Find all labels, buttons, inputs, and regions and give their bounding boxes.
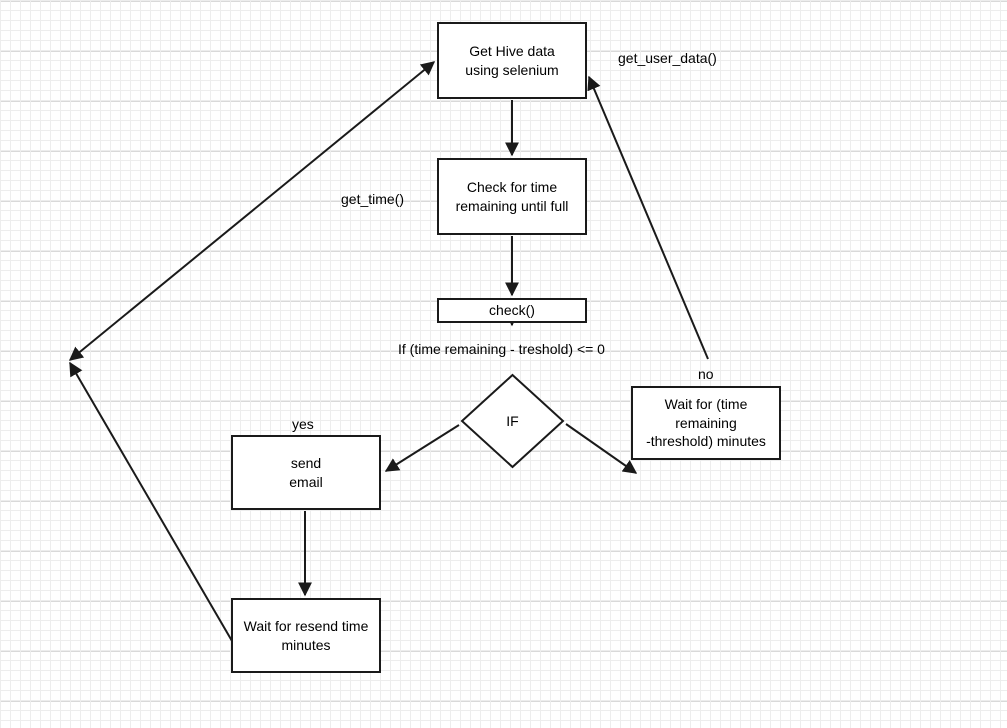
edge-if-to-send-email xyxy=(384,424,460,472)
node-check-call-label: check() xyxy=(489,302,535,319)
node-check-call[interactable]: check() xyxy=(437,298,587,323)
edge-label-get-user-data: get_user_data() xyxy=(618,50,717,66)
edge-if-to-wait-threshold xyxy=(565,423,638,474)
edge-wait-resend-to-loop-point xyxy=(69,361,233,642)
node-send-email[interactable]: send email xyxy=(231,435,381,510)
node-wait-threshold[interactable]: Wait for (time remaining -threshold) min… xyxy=(631,386,781,460)
node-get-hive-data[interactable]: Get Hive data using selenium xyxy=(437,22,587,99)
node-wait-threshold-label: Wait for (time remaining -threshold) min… xyxy=(646,395,766,450)
node-get-hive-data-label: Get Hive data using selenium xyxy=(465,42,559,78)
edge-loop-point-to-hive xyxy=(68,61,436,361)
node-check-time-remaining[interactable]: Check for time remaining until full xyxy=(437,158,587,235)
edge-label-no: no xyxy=(698,366,714,382)
node-wait-resend-label: Wait for resend time minutes xyxy=(243,617,369,653)
edge-label-condition: If (time remaining - treshold) <= 0 xyxy=(398,341,605,357)
node-check-time-remaining-label: Check for time remaining until full xyxy=(455,178,569,214)
edge-label-get-time: get_time() xyxy=(341,191,405,207)
node-if-decision-label: IF xyxy=(506,413,519,429)
diamond-shape xyxy=(460,373,565,469)
edge-label-yes: yes xyxy=(292,416,314,432)
edge-wait-threshold-to-hive xyxy=(587,75,709,360)
node-send-email-label: send email xyxy=(289,454,323,490)
node-if-decision[interactable]: IF xyxy=(460,373,565,469)
node-wait-resend[interactable]: Wait for resend time minutes xyxy=(231,598,381,673)
